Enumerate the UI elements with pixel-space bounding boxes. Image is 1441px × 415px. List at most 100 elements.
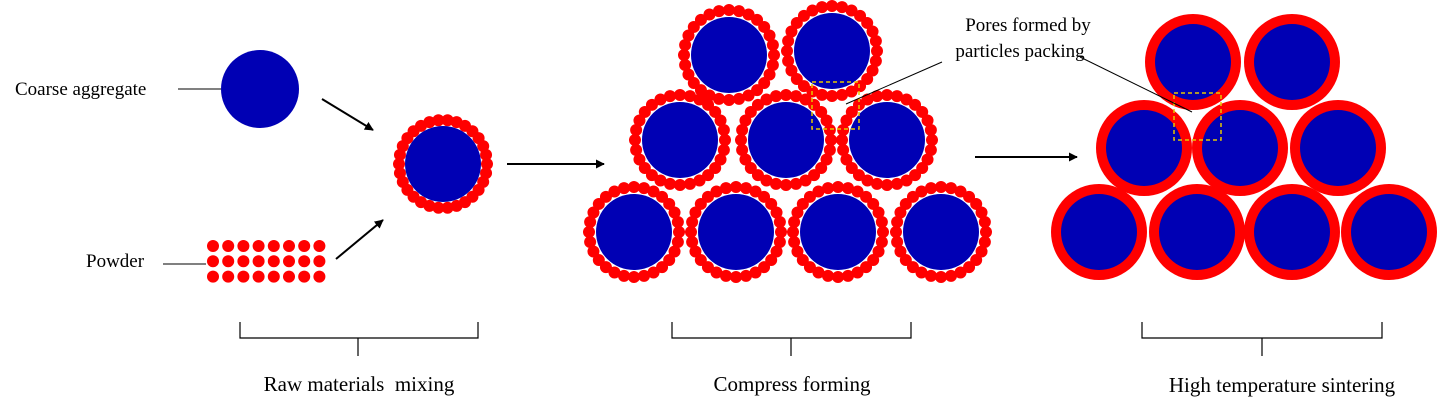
aggregate-core xyxy=(405,126,481,202)
powder-coating-dot xyxy=(799,93,812,106)
powder-coating-dot xyxy=(891,177,904,190)
powder-coating-dot xyxy=(891,90,904,103)
powder-coating-dot xyxy=(719,182,732,195)
powder-coating-dot xyxy=(935,271,947,283)
powder-coating-dot xyxy=(608,185,621,198)
powder-coating-dot xyxy=(769,177,782,190)
pore-highlight-box-compressed xyxy=(811,81,860,130)
powder-coating-dot xyxy=(710,185,723,198)
powder-coating-dot xyxy=(770,206,783,219)
powder-coating-dot xyxy=(915,185,928,198)
powder-coating-dot xyxy=(423,116,436,129)
powder-coating-dot xyxy=(837,144,850,157)
powder-dot xyxy=(222,240,235,252)
powder-coating-dot xyxy=(671,236,684,249)
powder-coating-dot xyxy=(823,144,836,157)
powder-dot xyxy=(252,270,265,283)
powder-coating-dot xyxy=(845,162,858,175)
powder-coating-dot xyxy=(891,236,904,249)
powder-coating-dot xyxy=(617,182,630,195)
powder-coating-dot xyxy=(717,123,730,136)
powder-dot xyxy=(313,270,326,283)
powder-coating-dot xyxy=(821,182,834,195)
powder-coating-dot xyxy=(723,4,735,16)
powder-coating-dot xyxy=(866,64,879,77)
powder-coating-dot xyxy=(840,153,853,166)
stage-label-sintering: High temperature sintering xyxy=(1169,373,1396,397)
powder-coating-dot xyxy=(694,13,707,26)
aggregate-core xyxy=(1351,194,1427,270)
powder-dot xyxy=(298,255,311,268)
powder-coating-dot xyxy=(703,89,716,102)
powder-coating-dot xyxy=(647,185,660,198)
powder-coating-dot xyxy=(861,16,874,29)
powder-coating-dot xyxy=(671,215,684,228)
powder-coating-dot xyxy=(694,254,707,267)
powder-coating-dot xyxy=(638,162,651,175)
powder-coating-dot xyxy=(871,45,883,57)
powder-coating-dot xyxy=(891,215,904,228)
powder-coating-dot xyxy=(703,8,716,21)
powder-coating-dot xyxy=(837,123,850,136)
powder-coating-dot xyxy=(450,199,463,212)
powder-coating-dot xyxy=(686,236,699,249)
powder-coating-dot xyxy=(840,114,853,127)
powder-coating-dot xyxy=(787,226,799,238)
brace-mixing xyxy=(239,322,479,356)
coarse-aggregate-particle xyxy=(221,50,299,128)
powder-coating-dot xyxy=(735,134,747,146)
aggregate-core xyxy=(849,102,925,178)
aggregate-core xyxy=(1106,110,1182,186)
powder-coating-dot xyxy=(393,167,406,180)
powder-coating-dot xyxy=(633,153,646,166)
compressed-particles xyxy=(583,0,992,283)
aggregate-core xyxy=(691,17,767,93)
powder-coating-dot xyxy=(592,254,605,267)
powder-coating-dot xyxy=(608,266,621,279)
powder-coating-dot xyxy=(869,55,882,68)
powder-coating-dot xyxy=(633,114,646,127)
powder-coating-dot xyxy=(685,226,697,238)
powder-coating-dot xyxy=(954,266,967,279)
powder-coating-dot xyxy=(808,169,821,182)
powder-dot xyxy=(313,240,326,252)
powder-coating-dot xyxy=(815,105,828,118)
powder-coating-dot xyxy=(980,226,992,238)
powder-coating-dot xyxy=(751,98,764,111)
powder-coating-dot xyxy=(866,25,879,38)
powder-coating-dot xyxy=(832,181,844,193)
stage-label-mixing: Raw materials mixing xyxy=(264,372,455,396)
powder-coating-dot xyxy=(647,266,660,279)
powder-coating-dot xyxy=(820,153,833,166)
powder-coating-dot xyxy=(714,153,727,166)
powder-coating-dot xyxy=(851,185,864,198)
powder-coating-dot xyxy=(785,25,798,38)
powder-coating-dot xyxy=(679,38,692,51)
powder-coating-dot xyxy=(875,236,888,249)
powder-dot xyxy=(237,240,250,252)
powder-coating-dot xyxy=(679,59,692,72)
powder-coating-dot xyxy=(758,20,771,33)
powder-coating-dot xyxy=(877,226,889,238)
powder-coating-dot xyxy=(894,206,907,219)
powder-coating-dot xyxy=(744,162,757,175)
powder-coating-dot xyxy=(823,123,836,136)
powder-coating-dot xyxy=(945,269,958,282)
powder-coating-dot xyxy=(821,269,834,282)
powder-coating-dot xyxy=(628,271,640,283)
powder-coating-dot xyxy=(730,181,742,193)
powder-coating-dot xyxy=(663,90,676,103)
powder-coating-dot xyxy=(730,271,742,283)
powder-coating-dot xyxy=(739,153,752,166)
powder-coating-dot xyxy=(441,114,454,127)
powder-coating-dot xyxy=(740,182,753,195)
powder-coating-dot xyxy=(656,261,669,274)
powder-coating-dot xyxy=(689,206,702,219)
powder-coating-dot xyxy=(867,197,880,210)
powder-coating-dot xyxy=(770,245,783,258)
powder-coating-dot xyxy=(617,269,630,282)
powder-coating-dot xyxy=(663,177,676,190)
powder-label: Powder xyxy=(86,251,145,272)
powder-dot xyxy=(283,255,295,268)
